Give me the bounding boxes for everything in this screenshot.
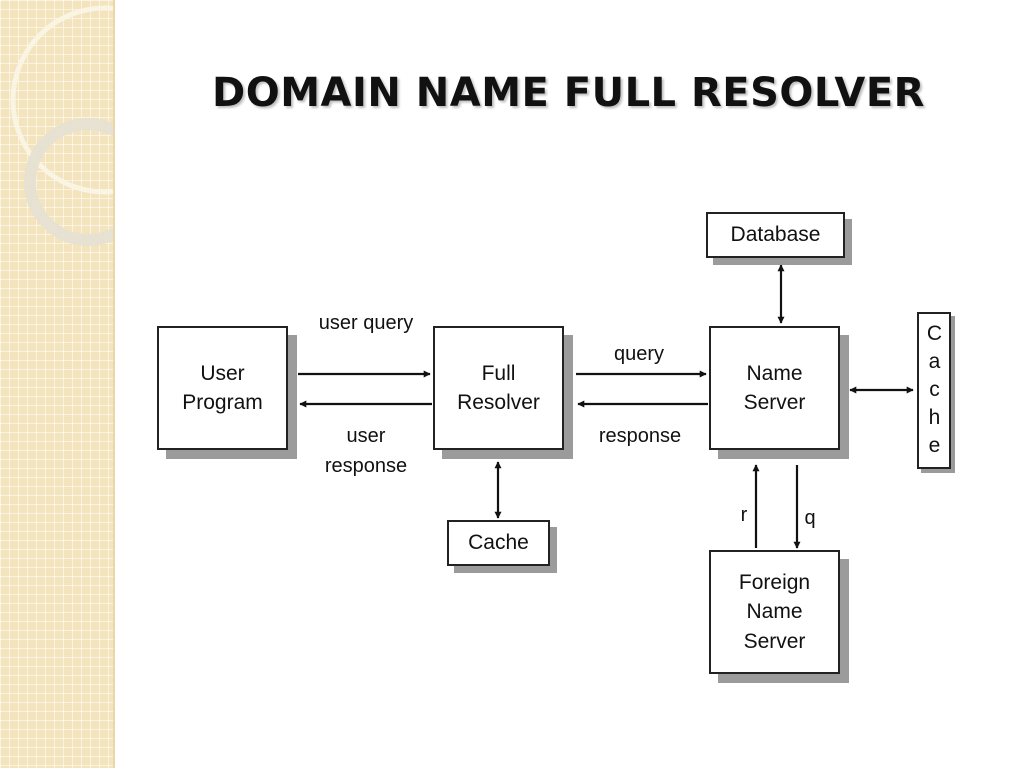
page-title: DOMAIN NAME FULL RESOLVER xyxy=(212,70,925,116)
resolver-cache-node: Cache xyxy=(447,520,550,566)
resolver-cache-label: Cache xyxy=(468,531,529,555)
query-label: query xyxy=(613,343,665,365)
response-label: response xyxy=(598,425,682,447)
ring-ornament-icon xyxy=(10,5,113,246)
database-label: Database xyxy=(730,223,821,247)
server-cache-label: Cache xyxy=(923,322,946,462)
user-program-node: User Program xyxy=(157,326,288,450)
name-server-node: Name Server xyxy=(709,326,840,450)
user-response-label: user response xyxy=(324,425,408,477)
r-label: r xyxy=(740,504,748,526)
user-program-label: User Program xyxy=(182,361,263,414)
foreign-name-server-label: Foreign Name Server xyxy=(738,570,811,653)
name-server-label: Name Server xyxy=(743,361,806,414)
decorative-sidebar xyxy=(0,0,115,768)
server-cache-node: Cache xyxy=(917,312,951,469)
full-resolver-node: Full Resolver xyxy=(433,326,564,450)
full-resolver-label: Full Resolver xyxy=(457,361,540,414)
user-query-label: user query xyxy=(318,312,414,334)
database-node: Database xyxy=(706,212,845,258)
q-label: q xyxy=(804,507,816,529)
foreign-name-server-node: Foreign Name Server xyxy=(709,550,840,674)
